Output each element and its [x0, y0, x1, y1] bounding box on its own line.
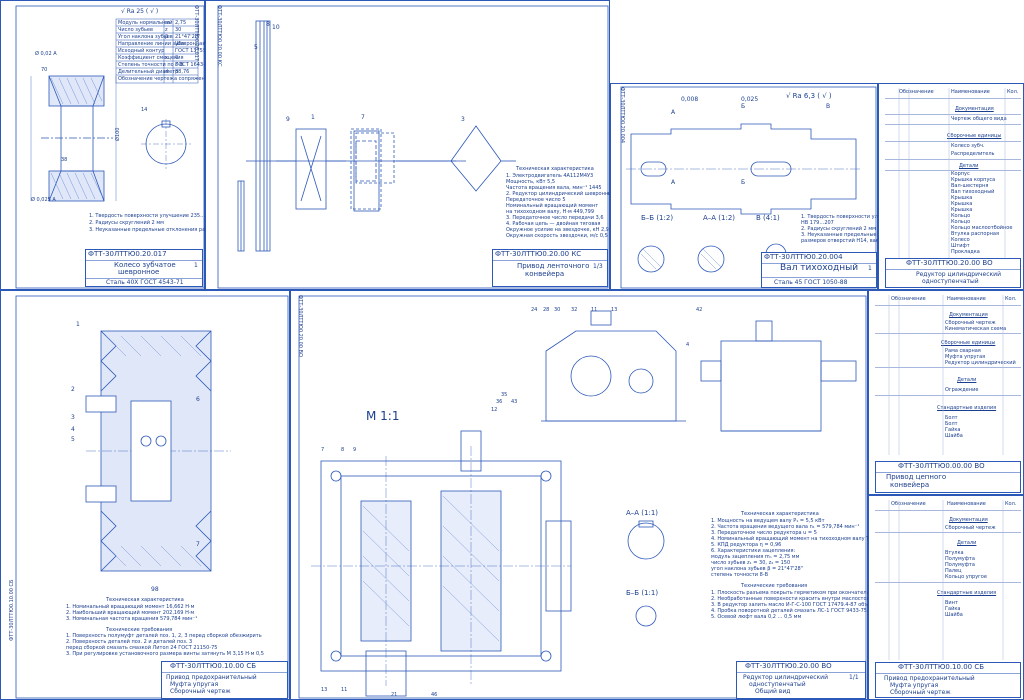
- coupling-drawing: 1 2 3 4 5 6 7 98: [15, 295, 289, 699]
- svg-text:13: 13: [611, 307, 617, 313]
- svg-text:7: 7: [196, 541, 200, 548]
- shaft-section-a: А–А (1:2): [703, 214, 736, 222]
- spec1-grid: [898, 88, 1006, 258]
- gearbox-top-view: [311, 430, 572, 697]
- coupling-title-block: ФТТ-30ЛТТЮ0.10.00 СБ Привод предохраните…: [161, 661, 288, 699]
- gear-notes: 1. Твердость поверхности улучшение 235…2…: [89, 213, 294, 233]
- shaft-roughness: √ Ra 6,3 ( √ ): [786, 92, 832, 100]
- shaft-section-b: Б–Б (1:2): [641, 214, 674, 222]
- gearbox-tech-spec: Техническая характеристика 1. Мощность н…: [711, 511, 984, 620]
- svg-text:Б: Б: [741, 103, 745, 110]
- svg-text:12: 12: [491, 407, 497, 413]
- svg-text:А: А: [671, 179, 676, 186]
- panel-coupling-assembly: 1 2 3 4 5 6 7 98 ФТТ-30ЛТТЮ0.10.00 СБ Техниче…: [0, 290, 290, 700]
- shaft-notes: 1. Твердость поверхности улучшение HB 17…: [801, 214, 910, 244]
- spec2-title-block: ФТТ-30ЛТТЮ0.00.00 ВО Привод цепного конв…: [875, 461, 1021, 493]
- svg-text:35: 35: [501, 392, 507, 398]
- gearbox-section-b: Б–Б (1:1): [626, 589, 659, 597]
- svg-text:98: 98: [151, 586, 159, 593]
- gearbox-section-a: А–А (1:1): [626, 509, 659, 517]
- svg-text:2: 2: [71, 386, 75, 393]
- svg-text:43: 43: [511, 399, 517, 405]
- svg-text:5: 5: [254, 44, 258, 51]
- svg-text:36: 36: [496, 399, 502, 405]
- gearbox-front-view: [541, 310, 686, 422]
- gear-section-view: [30, 75, 117, 202]
- svg-text:8: 8: [266, 21, 270, 28]
- svg-text:21: 21: [391, 692, 397, 698]
- gear-roughness: √ Ra 25 ( √ ): [121, 8, 158, 15]
- panel-specification-reducer: Обозначение Наименование Кол. Документац…: [878, 83, 1024, 290]
- gear-title-block: ФТТ-30ЛТТЮ0.20.017 Колесо зубчатое шевро…: [85, 249, 203, 287]
- spec1-title-block: ФТТ-30ЛТТЮ0.20.00 ВО Редуктор цилиндриче…: [885, 258, 1021, 288]
- svg-text:13: 13: [321, 687, 327, 693]
- shaft-title-block: ФТТ-30ЛТТЮ0.20.004 Вал тихоходный Сталь …: [761, 252, 877, 288]
- spec1-table: Обозначение Наименование Кол. Документац…: [885, 88, 1021, 258]
- svg-text:1: 1: [311, 114, 315, 121]
- svg-text:1: 1: [76, 321, 80, 328]
- svg-text:38: 38: [61, 157, 67, 163]
- kinematic-title-block: ФТТ-30ЛТТЮ0.20.00 КС Привод ленточного к…: [492, 249, 608, 287]
- svg-text:Ø100: Ø100: [114, 128, 121, 141]
- svg-text:28: 28: [543, 307, 549, 313]
- spec2-table: Обозначение Наименование Кол. Документац…: [875, 295, 1021, 455]
- gearbox-title-block: ФТТ-30ЛТТЮ0.20.00 ВО Редуктор цилиндриче…: [736, 661, 866, 699]
- svg-text:4: 4: [686, 342, 689, 348]
- gear-hub-view: [141, 119, 191, 169]
- svg-text:24: 24: [531, 307, 537, 313]
- gearbox-side-stamp: ФТТ-30ЛТТЮ0.20.00 ВО: [297, 295, 303, 357]
- shaft-drawing: А Б В А Б: [620, 86, 877, 289]
- kinematic-side-stamp: ФТТ-30ЛТТЮ0.20.00 КС: [216, 5, 222, 67]
- svg-text:Б: Б: [741, 179, 745, 186]
- svg-text:70: 70: [41, 67, 47, 73]
- svg-text:46: 46: [431, 692, 437, 698]
- svg-text:6: 6: [196, 396, 200, 403]
- panel-specification-drive: Обозначение Наименование Кол. Документац…: [868, 290, 1024, 495]
- svg-text:Ø 0,02 A: Ø 0,02 A: [35, 50, 57, 57]
- spec2-grid: [888, 295, 1004, 455]
- kinematic-tech-spec: Техническая характеристика 1. Электродви…: [506, 166, 616, 239]
- svg-text:5: 5: [71, 436, 75, 443]
- panel-shaft-drawing: А Б В А Б ФТТ-30ЛТТЮ0.20.004 √ Ra 6,3 ( √ )…: [610, 83, 910, 290]
- svg-text:10: 10: [272, 24, 280, 31]
- svg-text:42: 42: [696, 307, 702, 313]
- spec3-title-block: ФТТ-30ЛТТЮ0.10.00 СБ Привод предохраните…: [875, 662, 1021, 698]
- shaft-tolerance-1: 0,008: [681, 96, 699, 103]
- svg-text:11: 11: [341, 687, 347, 693]
- kinematic-scheme-drawing: 8 9 1 7 3 5 10: [217, 5, 609, 289]
- svg-text:3: 3: [71, 414, 75, 421]
- svg-text:30: 30: [554, 307, 560, 313]
- svg-text:32: 32: [571, 307, 577, 313]
- svg-text:7: 7: [321, 447, 324, 453]
- shaft-side-stamp: ФТТ-30ЛТТЮ0.20.004: [619, 87, 625, 144]
- shaft-view-v: В (4:1): [756, 214, 780, 222]
- coupling-side-stamp: ФТТ-30ЛТТЮ0.10.00 СБ: [9, 579, 15, 641]
- shaft-tolerance-2: 0,025: [741, 96, 759, 103]
- gear-params-table: [115, 18, 199, 84]
- svg-text:Ø 0,025 A: Ø 0,025 A: [31, 196, 56, 203]
- svg-text:14: 14: [141, 107, 147, 113]
- svg-text:11: 11: [591, 307, 597, 313]
- svg-text:7: 7: [361, 114, 365, 121]
- spec3-grid: [888, 500, 1004, 660]
- gearbox-side-view: [700, 320, 857, 432]
- spec3-table: Обозначение Наименование Кол. Документац…: [875, 500, 1021, 660]
- svg-text:9: 9: [286, 116, 290, 123]
- panel-kinematic-scheme: 8 9 1 7 3 5 10 ФТТ-30ЛТТЮ0.20.00 КС Техничес…: [205, 0, 616, 290]
- svg-text:3: 3: [461, 116, 465, 123]
- coupling-tech-spec: Техническая характеристика 1. Номинальны…: [66, 597, 264, 657]
- svg-text:9: 9: [353, 447, 356, 453]
- panel-specification-coupling: Обозначение Наименование Кол. Документац…: [868, 495, 1024, 700]
- svg-text:8: 8: [341, 447, 344, 453]
- svg-text:4: 4: [71, 426, 75, 433]
- gearbox-scale-label: М 1:1: [366, 409, 400, 423]
- svg-text:А: А: [671, 109, 676, 116]
- svg-text:В: В: [826, 103, 830, 110]
